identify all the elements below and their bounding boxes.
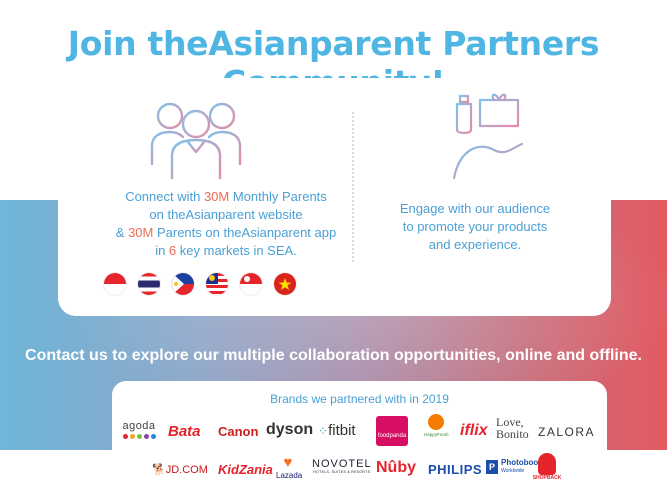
logo-philips: PHILIPS <box>428 462 483 477</box>
brands-area <box>0 450 667 500</box>
logo-bata: Bata <box>168 423 201 440</box>
happyfresh-fruit-icon <box>428 414 444 430</box>
logo-foodpanda: foodpanda <box>376 416 408 446</box>
logo-nuby: Nûby <box>376 459 416 476</box>
jd-dog-icon: 🐕 <box>152 464 166 476</box>
baby-products-icon <box>452 93 524 182</box>
shopback-character-icon <box>538 453 556 475</box>
contact-cta: Contact us to explore our multiple colla… <box>25 347 642 364</box>
logo-love-bonito: Love, Bonito <box>496 415 529 441</box>
logo-zalora: ZALORA <box>538 425 596 439</box>
reach-description: Connect with 30M Monthly Parents on theA… <box>115 189 337 258</box>
parents-group-icon <box>150 102 242 180</box>
brands-card <box>112 381 607 451</box>
flag-indonesia-icon <box>104 273 126 295</box>
country-flags <box>104 273 296 295</box>
logo-jd: 🐕JD.COM <box>152 464 208 476</box>
flag-singapore-icon <box>240 273 262 295</box>
flag-philippines-icon <box>172 273 194 295</box>
fitbit-dots-icon: ⁘ <box>318 424 329 438</box>
logo-lazada: ♥ Lazada <box>276 454 303 481</box>
logo-novotel: NOVOTEL HOTELS, SUITES & RESORTS <box>312 458 372 474</box>
brand-logos-row-2: 🐕JD.COM KidZania ♥ Lazada NOVOTEL HOTELS… <box>150 453 570 491</box>
flag-vietnam-icon <box>274 273 296 295</box>
lazada-heart-icon: ♥ <box>283 454 293 471</box>
flag-thailand-icon <box>138 273 160 295</box>
logo-dyson: dyson <box>266 421 314 438</box>
engage-description: Engage with our audience to promote your… <box>399 201 551 252</box>
logo-iflix: iflix <box>460 422 488 439</box>
logo-photobook: P Photobook Worldwide <box>486 459 543 475</box>
flag-malaysia-icon <box>206 273 228 295</box>
photobook-p-icon: P <box>486 460 498 474</box>
logo-happyfresh: HappyFresh <box>424 414 449 437</box>
brands-title: Brands we partnered with in 2019 <box>270 392 449 406</box>
logo-agoda: agoda <box>120 420 158 439</box>
brand-logos-row-1: agoda Bata Canon dyson ⁘fitbit foodpanda… <box>120 414 600 446</box>
logo-canon: Canon <box>218 424 259 439</box>
logo-fitbit: ⁘fitbit <box>318 422 356 439</box>
logo-shopback: SHOPBACK <box>532 453 562 481</box>
logo-kidzania: KidZania <box>218 462 273 477</box>
card-divider <box>352 112 354 262</box>
